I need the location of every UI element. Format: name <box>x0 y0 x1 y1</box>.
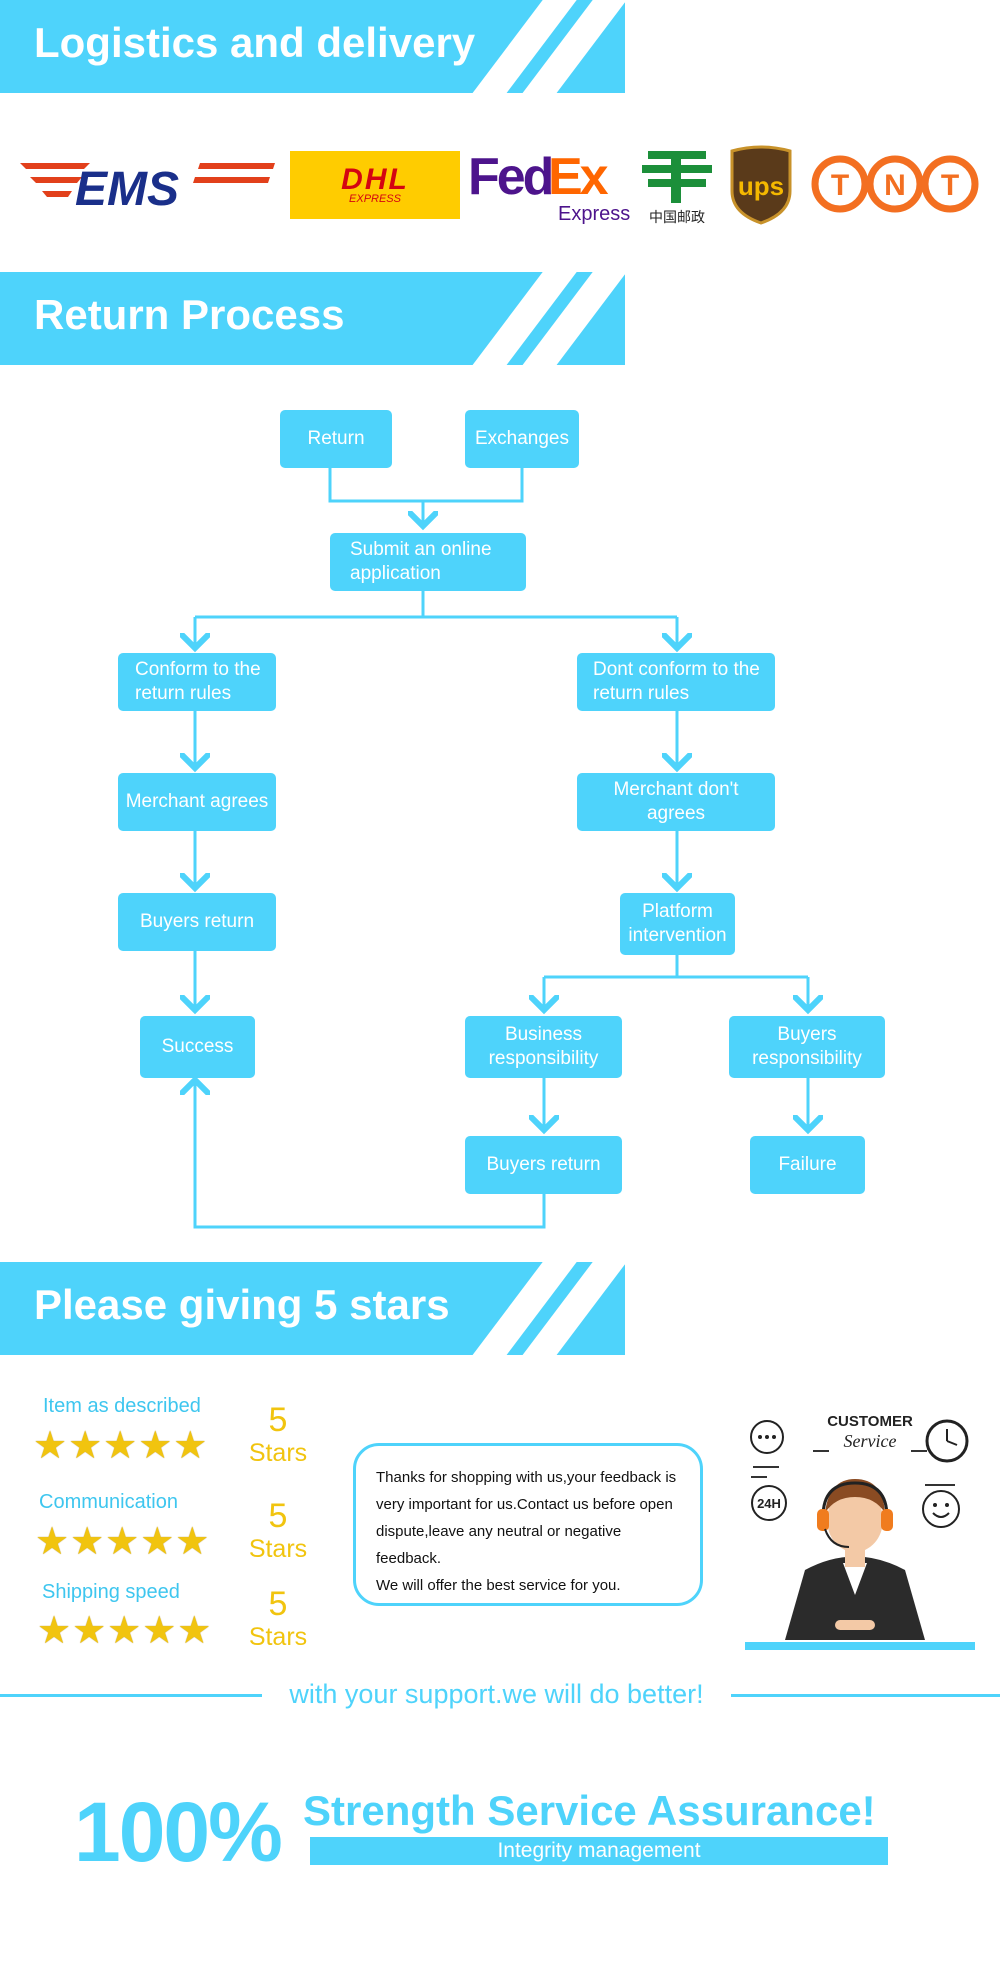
ems-logo: EMS <box>20 155 275 216</box>
section-title-return: Return Process <box>34 291 345 338</box>
ups-logo: ups <box>728 145 794 225</box>
tnt-letter-2: N <box>884 169 906 202</box>
24h-icon: 24H <box>751 1485 787 1521</box>
flow-merchant-agrees: Merchant agrees <box>118 773 276 831</box>
flow-conform: Conform to the return rules <box>118 653 276 711</box>
rating-unit: Stars <box>248 1535 308 1563</box>
flow-success: Success <box>140 1016 255 1078</box>
clock-icon <box>925 1419 969 1463</box>
fedex-ex: Ex <box>548 148 609 206</box>
fedex-logo: Fed Ex Express <box>468 147 631 225</box>
stars-banner: Please giving 5 stars <box>0 1262 625 1355</box>
feedback-message-closing: We will offer the best service for you. <box>376 1577 621 1594</box>
rating-label: Communication <box>39 1491 178 1513</box>
tnt-logo: T N T <box>810 153 980 215</box>
chat-bubble-icon <box>750 1420 784 1454</box>
rating-unit: Stars <box>248 1623 308 1651</box>
rating-stars: ★★★★★ <box>37 1608 213 1652</box>
rating-stars: ★★★★★ <box>33 1423 209 1467</box>
section-title-stars: Please giving 5 stars <box>34 1281 450 1328</box>
return-banner: Return Process <box>0 272 625 365</box>
flow-submit: Submit an online application <box>330 533 526 591</box>
tnt-letter-1: T <box>831 169 849 202</box>
logistics-banner: Logistics and delivery <box>0 0 625 93</box>
flow-return: Return <box>280 410 392 468</box>
customer-service-subtitle: Service <box>843 1431 897 1451</box>
support-divider-left <box>0 1694 262 1697</box>
ratings-panel: Item as described ★★★★★ 5 Stars Communic… <box>0 1395 330 1665</box>
dhl-text: DHL <box>341 163 409 196</box>
agent-avatar <box>785 1479 925 1640</box>
flowchart-connectors <box>0 468 1000 1229</box>
rating-stars: ★★★★★ <box>35 1519 211 1563</box>
rating-label: Shipping speed <box>42 1581 180 1603</box>
tnt-letter-3: T <box>941 169 959 202</box>
customer-service-title: CUSTOMER <box>827 1413 913 1430</box>
rating-label: Item as described <box>43 1395 201 1417</box>
flow-buyers-return-right: Buyers return <box>465 1136 622 1194</box>
rating-value: 5 <box>268 1497 288 1535</box>
feedback-message-box: Thanks for shopping with us,your feedbac… <box>353 1443 703 1606</box>
ems-text: EMS <box>75 163 179 215</box>
dhl-sub: EXPRESS <box>349 193 401 205</box>
china-post-text: 中国邮政 <box>649 210 705 226</box>
flow-merchant-dont-agrees: Merchant don't agrees <box>577 773 775 831</box>
flow-dont-conform: Dont conform to the return rules <box>577 653 775 711</box>
rating-value: 5 <box>268 1585 288 1623</box>
assurance-percent: 100% <box>74 1785 283 1879</box>
fedex-sub: Express <box>558 203 631 225</box>
flow-business-responsibility: Business responsibility <box>465 1016 622 1078</box>
flow-failure: Failure <box>750 1136 865 1194</box>
fedex-fed: Fed <box>468 148 554 206</box>
svg-text:24H: 24H <box>757 1496 781 1511</box>
smiley-icon <box>922 1490 960 1528</box>
support-divider-right <box>731 1694 1000 1697</box>
customer-service-illustration: CUSTOMER Service 24H <box>745 1405 975 1650</box>
support-message: with your support.we will do better! <box>289 1679 704 1709</box>
china-post-logo: 中国邮政 <box>638 145 716 230</box>
flow-buyers-responsibility: Buyers responsibility <box>729 1016 885 1078</box>
feedback-message-text: Thanks for shopping with us,your feedbac… <box>376 1469 677 1567</box>
flow-exchanges: Exchanges <box>465 410 579 468</box>
assurance-subline: Integrity management <box>310 1837 888 1865</box>
section-title-logistics: Logistics and delivery <box>34 19 476 66</box>
assurance-headline: Strength Service Assurance! <box>303 1787 876 1834</box>
carrier-logos: EMS DHL EXPRESS Fed Ex Express 中国邮政 ups <box>20 145 980 230</box>
flow-platform-intervention: Platform intervention <box>620 893 735 955</box>
rating-unit: Stars <box>248 1439 308 1467</box>
flow-buyers-return-left: Buyers return <box>118 893 276 951</box>
dhl-logo: DHL EXPRESS <box>290 151 460 219</box>
rating-value: 5 <box>268 1401 288 1439</box>
ups-text: ups <box>738 171 784 201</box>
